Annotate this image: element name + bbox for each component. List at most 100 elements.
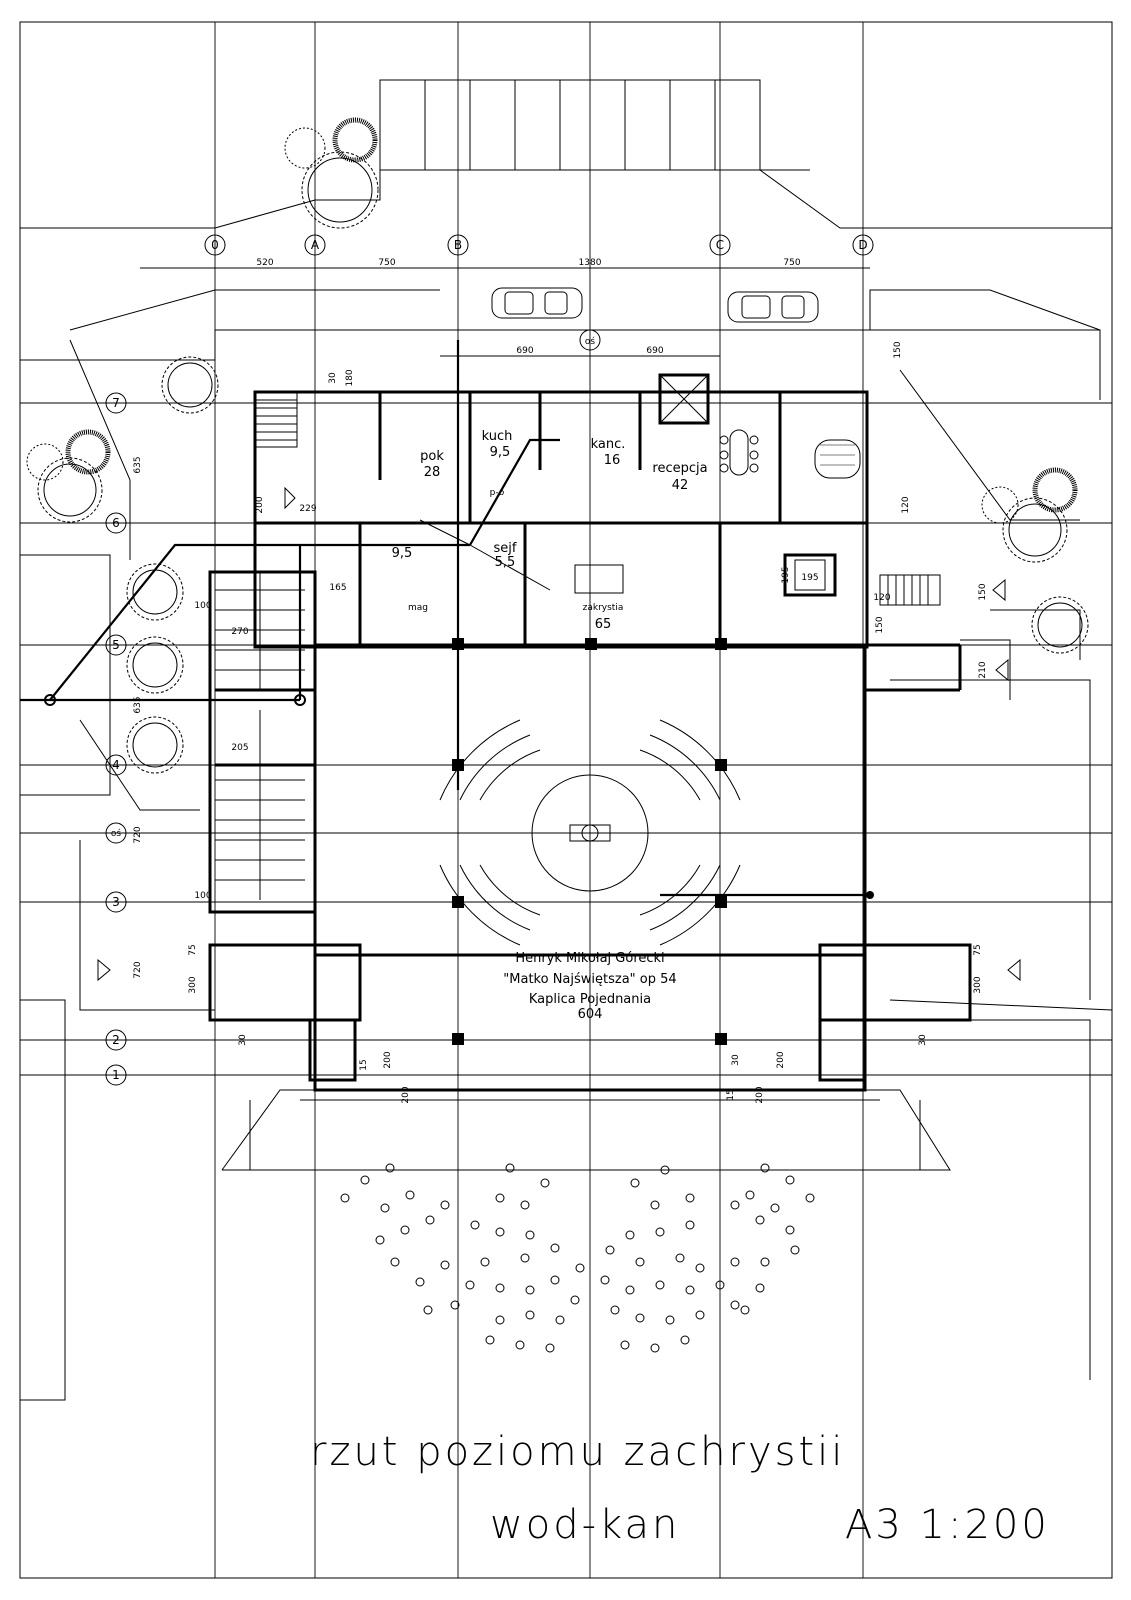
dim-mid-690b: 690	[646, 346, 663, 356]
room-labels: pok 28 kuch 9,5 kanc. 16 recepcja 42 p-o…	[392, 429, 708, 632]
entrance-podium	[221, 1089, 951, 1171]
room-zakrystia-label: zakrystia	[583, 603, 624, 613]
dim-165: 165	[329, 583, 346, 593]
entry-symbols	[97, 486, 1021, 982]
elevator-shaft	[783, 439, 861, 597]
site-boundaries	[20, 289, 1113, 1401]
water-pipes	[20, 340, 874, 899]
sacristy-table	[574, 564, 624, 594]
room-zakrystia-area: 65	[595, 617, 612, 632]
car-left	[491, 287, 583, 319]
dim-100a: 100	[194, 601, 211, 611]
drawing-subtitle: wod-kan	[490, 1502, 680, 1548]
grid-lines-vertical	[214, 22, 864, 1578]
dim-75b: 75	[973, 944, 983, 955]
dim-mid-690a: 690	[516, 346, 533, 356]
dim-30d: 30	[731, 1054, 741, 1066]
car-right	[727, 291, 819, 323]
parking-area	[20, 79, 1112, 229]
chapel-annotation: Henryk Mikołaj Górecki "Matko Najświętsz…	[503, 951, 676, 1022]
dim-150b: 150	[978, 583, 988, 600]
chapel-area: 604	[578, 1007, 603, 1022]
stairs-left	[254, 391, 298, 448]
dim-30c: 30	[328, 372, 338, 384]
dimension-line-top: 520 750 1380 750 690 690	[140, 258, 870, 357]
axis-label-left-5: 5	[112, 638, 120, 652]
dim-15a: 15	[359, 1059, 369, 1070]
room-recepcja-area: 42	[672, 478, 689, 493]
dim-200c: 200	[776, 1051, 786, 1068]
room-wc-area: 9,5	[392, 546, 413, 561]
chapel-work: "Matko Najświętsza" op 54	[503, 972, 676, 987]
dim-200: 200	[255, 496, 265, 513]
room-mag-label: mag	[408, 603, 428, 613]
axis-label-left-4: 4	[112, 758, 120, 772]
stairs-right	[879, 574, 941, 606]
dim-720b: 720	[133, 961, 143, 978]
dim-75a: 75	[188, 944, 198, 955]
dim-635a: 635	[133, 456, 143, 473]
plaza-pattern	[340, 1163, 815, 1353]
dim-300a: 300	[188, 976, 198, 993]
axis-label-top-0: 0	[211, 238, 219, 252]
dim-top-750a: 750	[378, 258, 395, 268]
axis-label-left-6: 6	[112, 516, 120, 530]
room-sejf-label: sejf	[494, 541, 517, 556]
axis-label-top-b: B	[454, 238, 462, 252]
dimension-labels: 635 635 200 150 120 150 120 150 210 720 …	[133, 341, 988, 1103]
sheet-scale: A3 1:200	[845, 1502, 1050, 1548]
conference-table	[719, 429, 759, 476]
chapel-composer: Henryk Mikołaj Górecki	[515, 951, 664, 966]
room-kuch-label: kuch	[482, 429, 513, 444]
dim-30a: 30	[238, 1034, 248, 1046]
dim-120a: 120	[901, 496, 911, 513]
title-block: rzut poziomu zachrystii wod-kan A3 1:200	[310, 1429, 1050, 1548]
axis-label-top-c: C	[716, 238, 724, 252]
axis-label-top-os: oś	[585, 336, 596, 347]
axis-label-left-3: 3	[112, 895, 120, 909]
vestibules	[208, 943, 972, 1082]
tree-icons	[26, 117, 1089, 774]
chapel-name: Kaplica Pojednania	[529, 992, 651, 1007]
room-po-label: p-o	[490, 488, 505, 498]
dim-150a: 150	[893, 341, 903, 358]
room-pok-label: pok	[420, 449, 444, 464]
dim-180: 180	[345, 369, 355, 386]
dim-635b: 635	[133, 696, 143, 713]
room-recepcja-label: recepcja	[652, 461, 707, 476]
dim-15b: 15	[726, 1089, 736, 1100]
columns	[452, 638, 727, 1045]
dim-200a: 200	[383, 1051, 393, 1068]
room-pok-area: 28	[424, 465, 441, 480]
axis-label-top-a: A	[311, 238, 320, 252]
axis-label-left-2: 2	[112, 1033, 120, 1047]
axis-bubbles-top: 0 A B C D oś	[204, 234, 874, 351]
dim-30b: 30	[918, 1034, 928, 1046]
toilet-block	[215, 572, 305, 900]
dim-210: 210	[978, 661, 988, 678]
chapel-seating	[439, 719, 741, 946]
axis-label-left-7: 7	[112, 396, 120, 410]
dim-195a: 195	[801, 573, 818, 583]
axis-label-top-d: D	[858, 238, 867, 252]
dim-720a: 720	[133, 826, 143, 843]
dim-100b: 100	[194, 891, 211, 901]
axis-label-left-1: 1	[112, 1068, 120, 1082]
room-kanc-label: kanc.	[591, 437, 626, 452]
dim-195b: 195	[781, 566, 791, 583]
dim-270: 270	[231, 627, 248, 637]
axis-label-left-os: oś	[111, 828, 122, 839]
dim-top-1380: 1380	[579, 258, 602, 268]
dim-top-520: 520	[256, 258, 273, 268]
room-kuch-area: 9,5	[490, 445, 511, 460]
room-kanc-area: 16	[604, 453, 621, 468]
dim-120b: 120	[873, 593, 890, 603]
dim-top-750b: 750	[783, 258, 800, 268]
drawing-title: rzut poziomu zachrystii	[310, 1429, 845, 1475]
dim-200b: 200	[401, 1086, 411, 1103]
dim-205: 205	[231, 743, 248, 753]
dim-150c: 150	[875, 616, 885, 633]
dim-200d: 200	[755, 1086, 765, 1103]
dim-300b: 300	[973, 976, 983, 993]
